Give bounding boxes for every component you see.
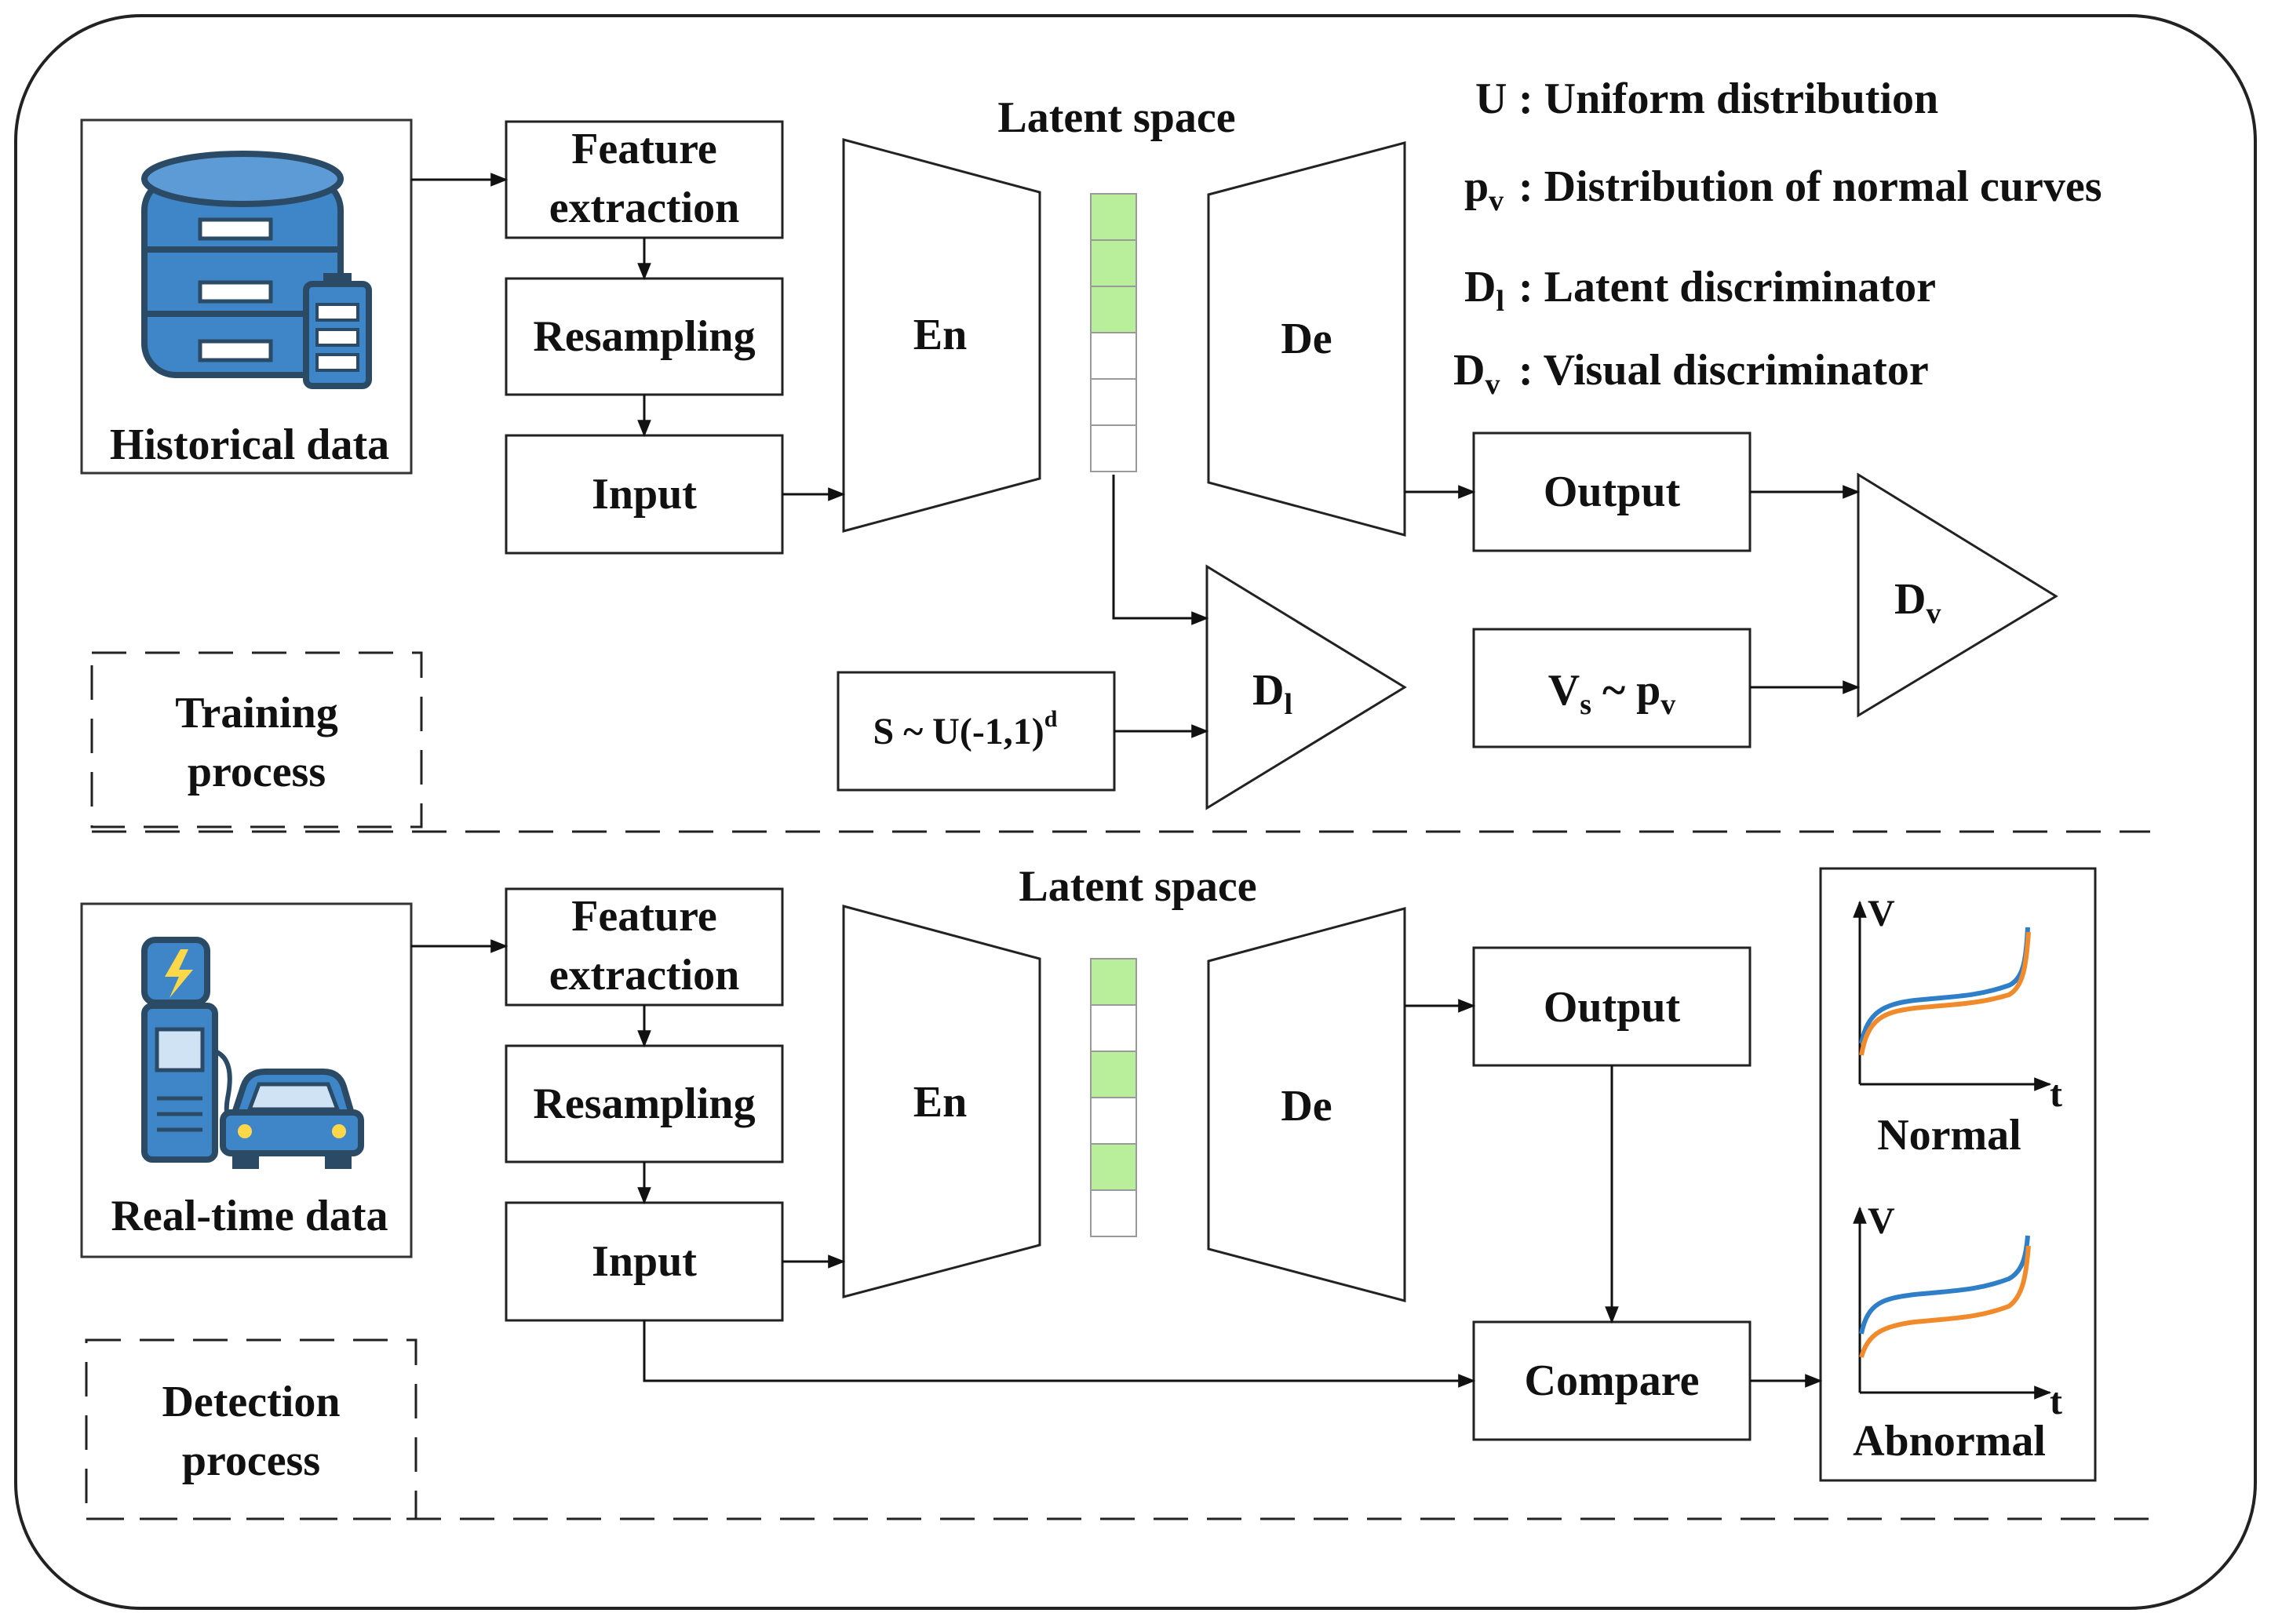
compare-label: Compare bbox=[1525, 1356, 1700, 1405]
normal-label: Normal bbox=[1877, 1111, 2021, 1160]
encoder-label-detection: En bbox=[913, 1078, 968, 1127]
feature-extraction-line1-detection: Feature bbox=[571, 892, 717, 941]
latent-cell-inactive bbox=[1090, 332, 1137, 380]
normal-curve-chart: V t bbox=[1853, 893, 2062, 1115]
resampling-label-detection: Resampling bbox=[533, 1080, 755, 1128]
legend-dl-symbol: Dl bbox=[1464, 263, 1504, 318]
output-label-detection: Output bbox=[1544, 983, 1681, 1032]
latent-discriminator-label: Dl bbox=[1252, 666, 1292, 721]
visual-discriminator-label: Dv bbox=[1894, 575, 1941, 630]
visual-discriminator bbox=[1857, 472, 2058, 718]
abnormal-label: Abnormal bbox=[1853, 1417, 2046, 1466]
detection-process-line1: Detection bbox=[162, 1378, 340, 1426]
legend-pv-symbol: pv bbox=[1464, 162, 1504, 217]
historical-data-label: Historical data bbox=[110, 421, 389, 469]
charging-station-car-icon bbox=[141, 937, 364, 1169]
legend-pv-text: : Distribution of normal curves bbox=[1518, 162, 2102, 211]
training-process-line2: process bbox=[188, 748, 326, 796]
real-time-data-label: Real-time data bbox=[111, 1192, 388, 1240]
legend-dl-text: : Latent discriminator bbox=[1518, 263, 1936, 311]
detection-process-tag bbox=[85, 1338, 417, 1520]
feature-extraction-line1-training: Feature bbox=[571, 125, 717, 173]
encoder-detection bbox=[842, 905, 1041, 1298]
prior-sample-label: S ~ U(-1,1)d bbox=[873, 706, 1058, 752]
training-process-line1: Training bbox=[175, 689, 337, 737]
feature-extraction-box-training bbox=[505, 120, 784, 239]
normal-chart-orange-curve bbox=[1859, 931, 2031, 1056]
database-battery-icon bbox=[141, 151, 372, 389]
input-box-training bbox=[505, 434, 784, 555]
input-label-training: Input bbox=[592, 470, 697, 519]
feature-extraction-line2-training: extraction bbox=[549, 184, 740, 232]
latent-space-title-training: Latent space bbox=[997, 93, 1235, 142]
training-section: Historical data Feature extraction Resam… bbox=[80, 93, 2058, 828]
compare-box bbox=[1472, 1320, 1752, 1441]
latent-cell-active bbox=[1090, 193, 1137, 241]
latent-space-title-detection: Latent space bbox=[1019, 862, 1256, 911]
decoder-detection bbox=[1207, 907, 1406, 1302]
latent-cell-inactive bbox=[1090, 1097, 1137, 1145]
decoder-label-training: De bbox=[1281, 315, 1332, 363]
latent-vector-detection bbox=[1090, 958, 1137, 1237]
training-process-tag bbox=[90, 651, 423, 828]
training-arrows bbox=[411, 173, 1861, 738]
latent-vector-training bbox=[1090, 193, 1137, 472]
detection-process-line2: process bbox=[182, 1436, 320, 1485]
latent-cell-inactive bbox=[1090, 1004, 1137, 1052]
resampling-box-training bbox=[505, 277, 784, 396]
abnormal-chart-v-axis-label: V bbox=[1868, 1200, 1895, 1242]
legend-u-symbol: U bbox=[1475, 75, 1507, 123]
latent-cell-active bbox=[1090, 1143, 1137, 1191]
abnormal-chart-blue-curve bbox=[1859, 1235, 2030, 1335]
detection-section: Real-time data Feature extraction Resamp… bbox=[80, 862, 2097, 1520]
detection-result-panel bbox=[1819, 867, 2097, 1482]
latent-cell-active bbox=[1090, 239, 1137, 287]
outer-frame bbox=[14, 14, 2257, 1610]
legend-u-text: : Uniform distribution bbox=[1518, 75, 1938, 123]
latent-cell-active bbox=[1090, 286, 1137, 333]
legend-dv-symbol: Dv bbox=[1453, 346, 1500, 401]
encoder-training bbox=[842, 138, 1041, 533]
latent-cell-inactive bbox=[1090, 1189, 1137, 1237]
abnormal-chart-t-axis-label: t bbox=[2050, 1381, 2062, 1422]
normal-chart-t-axis-label: t bbox=[2050, 1073, 2062, 1115]
resampling-label-training: Resampling bbox=[533, 312, 755, 361]
decoder-training bbox=[1207, 141, 1406, 537]
normal-curve-sample-label: Vs ~ pv bbox=[1548, 666, 1676, 721]
legend-dv-text: : Visual discriminator bbox=[1518, 346, 1929, 395]
legend: U : Uniform distribution pv : Distributi… bbox=[1453, 75, 2102, 401]
input-label-detection: Input bbox=[592, 1237, 697, 1286]
latent-cell-active bbox=[1090, 958, 1137, 1006]
abnormal-chart-orange-curve bbox=[1859, 1245, 2031, 1358]
latent-cell-inactive bbox=[1090, 424, 1137, 472]
output-label-training: Output bbox=[1544, 468, 1681, 516]
resampling-box-detection bbox=[505, 1044, 784, 1163]
latent-discriminator bbox=[1205, 564, 1407, 810]
feature-extraction-line2-detection: extraction bbox=[549, 951, 740, 1000]
detection-arrows bbox=[411, 939, 1823, 1388]
abnormal-curve-chart: V t bbox=[1853, 1200, 2062, 1422]
output-box-detection bbox=[1472, 946, 1752, 1067]
encoder-label-training: En bbox=[913, 311, 968, 359]
latent-cell-active bbox=[1090, 1051, 1137, 1098]
normal-chart-v-axis-label: V bbox=[1868, 893, 1895, 934]
latent-cell-inactive bbox=[1090, 378, 1137, 426]
decoder-label-detection: De bbox=[1281, 1082, 1332, 1131]
